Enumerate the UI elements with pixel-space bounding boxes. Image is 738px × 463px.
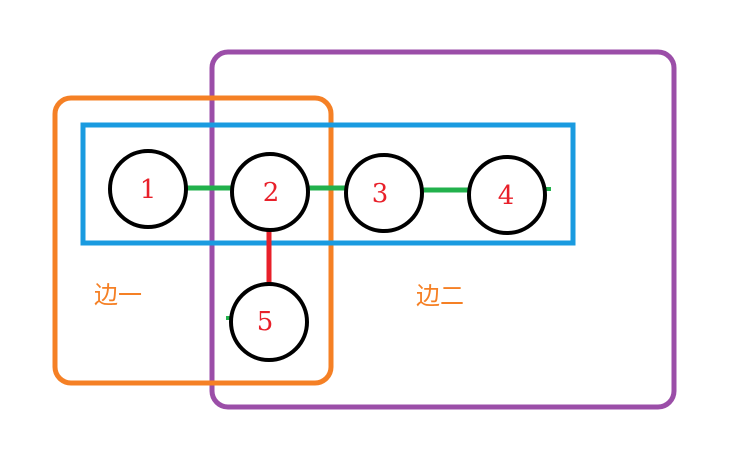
path-box: [80, 122, 576, 246]
node-3: 3: [344, 153, 424, 233]
edge-one-label: 边一: [94, 281, 142, 309]
edge-two-label: 边二: [416, 282, 464, 310]
node-5: 5: [229, 282, 309, 362]
node-5-label: 5: [257, 307, 274, 337]
edge-two-region: [209, 49, 677, 410]
node-3-label: 3: [372, 179, 389, 209]
node-1-label: 1: [140, 175, 157, 205]
node-4-label: 4: [498, 181, 515, 211]
node-2-label: 2: [263, 178, 280, 208]
node-1: 1: [108, 149, 188, 229]
node-4: 4: [467, 155, 547, 235]
node-2: 2: [230, 152, 310, 232]
